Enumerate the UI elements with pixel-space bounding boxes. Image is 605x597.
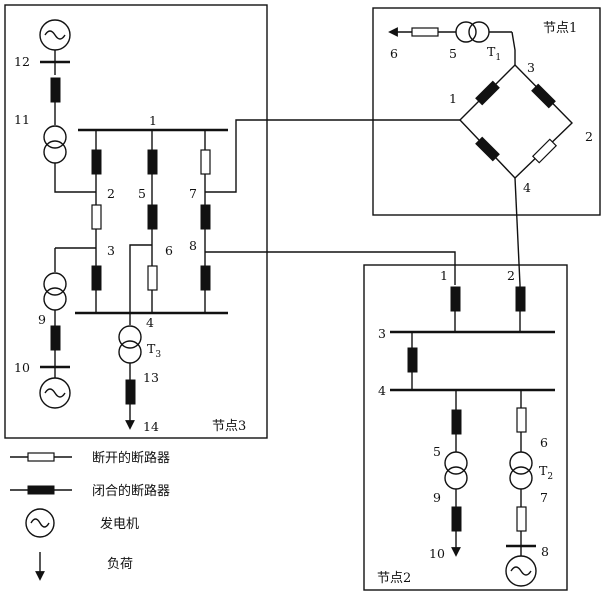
open-breaker-icon bbox=[516, 506, 527, 532]
label: 12 bbox=[14, 54, 30, 69]
tie-line-node3-node2 bbox=[205, 251, 456, 285]
legend-load: 负荷 bbox=[107, 557, 133, 572]
label: 5 bbox=[449, 46, 457, 61]
open-breaker-icon bbox=[200, 149, 211, 175]
node2-title: 节点2 bbox=[377, 571, 411, 586]
tie-line-node1-node2 bbox=[514, 177, 521, 286]
open-breaker-icon bbox=[91, 204, 102, 230]
closed-breaker-icon bbox=[407, 347, 418, 373]
label: 10 bbox=[429, 546, 445, 561]
node1: 6 5 T1 3 1 2 4 节点1 bbox=[372, 7, 601, 286]
transformer-icon bbox=[118, 325, 142, 349]
node3: 12 11 1 2 5 7 3 6 8 9 4 10 T3 13 14 节点3 bbox=[4, 4, 460, 439]
label: 8 bbox=[189, 238, 197, 253]
legend-open-breaker: 断开的断路器 bbox=[92, 450, 170, 466]
generator-icon bbox=[505, 555, 537, 587]
label: 13 bbox=[143, 370, 159, 385]
closed-breaker-icon bbox=[475, 136, 500, 162]
label: 4 bbox=[378, 383, 386, 398]
label: 5 bbox=[138, 186, 146, 201]
legend-closed-breaker: 闭合的断路器 bbox=[92, 483, 170, 499]
label: 5 bbox=[433, 444, 441, 459]
node1-title: 节点1 bbox=[543, 21, 577, 36]
label: 4 bbox=[523, 180, 531, 195]
closed-breaker-icon bbox=[451, 409, 462, 435]
tie-line-node3-node1 bbox=[205, 119, 460, 193]
transformer-icon bbox=[43, 272, 67, 296]
transformer-icon bbox=[509, 451, 533, 475]
label: 1 bbox=[440, 268, 448, 283]
label: 8 bbox=[541, 544, 549, 559]
node2-frame bbox=[363, 264, 568, 591]
node1-frame bbox=[372, 7, 601, 216]
open-breaker-icon bbox=[411, 27, 439, 37]
label: 9 bbox=[38, 312, 46, 327]
transformer-icon bbox=[455, 21, 477, 43]
closed-breaker-icon bbox=[91, 149, 102, 175]
label: 9 bbox=[433, 490, 441, 505]
label: 6 bbox=[540, 435, 548, 450]
closed-breaker-icon bbox=[27, 485, 55, 495]
ring-bus bbox=[459, 64, 573, 179]
closed-breaker-icon bbox=[50, 77, 61, 103]
label: 4 bbox=[146, 315, 154, 330]
label: 6 bbox=[390, 46, 398, 61]
node3-frame bbox=[4, 4, 268, 439]
label: 7 bbox=[540, 490, 548, 505]
legend-generator: 发电机 bbox=[100, 516, 139, 532]
label: 3 bbox=[107, 243, 115, 258]
label: 1 bbox=[449, 91, 457, 106]
open-breaker-icon bbox=[516, 407, 527, 433]
node3-title: 节点3 bbox=[212, 419, 246, 434]
closed-breaker-icon bbox=[125, 379, 136, 405]
closed-breaker-icon bbox=[200, 265, 211, 291]
closed-breaker-icon bbox=[531, 83, 556, 109]
open-breaker-icon bbox=[531, 138, 558, 164]
label: 2 bbox=[585, 129, 593, 144]
open-breaker-icon bbox=[147, 265, 158, 291]
label: 14 bbox=[143, 419, 159, 434]
open-breaker-icon bbox=[27, 452, 55, 462]
label: 1 bbox=[149, 113, 157, 128]
label: 2 bbox=[507, 268, 515, 283]
label: T2 bbox=[539, 463, 553, 482]
closed-breaker-icon bbox=[147, 149, 158, 175]
label: 3 bbox=[527, 60, 535, 75]
closed-breaker-icon bbox=[200, 204, 211, 230]
label: 3 bbox=[378, 326, 386, 341]
legend: 断开的断路器 闭合的断路器 发电机 负荷 bbox=[10, 450, 170, 581]
label: 10 bbox=[14, 360, 30, 375]
label: 11 bbox=[14, 112, 30, 127]
closed-breaker-icon bbox=[450, 286, 461, 312]
closed-breaker-icon bbox=[147, 204, 158, 230]
closed-breaker-icon bbox=[515, 286, 526, 312]
label: 7 bbox=[189, 186, 197, 201]
closed-breaker-icon bbox=[91, 265, 102, 291]
generator-icon bbox=[39, 377, 71, 409]
label: 6 bbox=[165, 243, 173, 258]
label: T1 bbox=[487, 44, 501, 63]
transformer-icon bbox=[444, 451, 468, 475]
transformer-icon bbox=[43, 125, 67, 149]
closed-breaker-icon bbox=[451, 506, 462, 532]
closed-breaker-icon bbox=[50, 325, 61, 351]
generator-icon bbox=[25, 508, 55, 538]
label: T3 bbox=[147, 341, 161, 360]
closed-breaker-icon bbox=[475, 80, 500, 106]
generator-wave-icon bbox=[44, 30, 66, 40]
node2: 1 2 3 4 5 6 T2 9 7 10 8 节点2 bbox=[363, 264, 568, 591]
label: 2 bbox=[107, 186, 115, 201]
